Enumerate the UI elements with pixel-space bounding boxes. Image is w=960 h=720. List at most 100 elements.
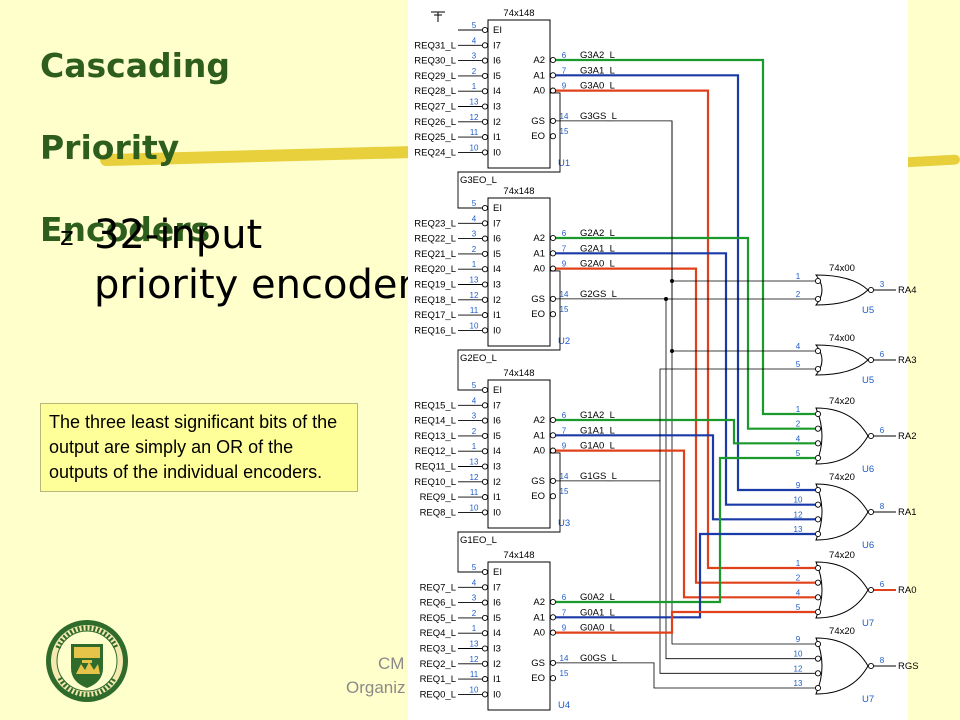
- request-input-label: REQ13_L: [414, 431, 456, 442]
- chip-pin-label: I4: [493, 628, 501, 639]
- request-input-label: REQ28_L: [414, 86, 456, 97]
- pin-number: 12: [794, 510, 803, 519]
- encoder-bit-wire: [556, 236, 815, 430]
- inversion-bubble: [867, 508, 875, 516]
- gate-output-label: RA2: [898, 431, 916, 442]
- pin-number: 14: [560, 654, 569, 663]
- chip-pin-label: GS: [531, 116, 545, 127]
- bullet-text: 32-input priority encoder: [94, 210, 474, 310]
- inversion-bubble: [867, 356, 875, 364]
- chip-pin-label: I1: [493, 674, 501, 685]
- request-input-label: REQ10_L: [414, 477, 456, 488]
- pin-number: 6: [880, 426, 885, 435]
- encoder-output-label: G0A0_L: [580, 623, 615, 634]
- ra3-wire: [659, 368, 815, 481]
- pin-number: 5: [472, 199, 477, 208]
- inversion-bubble: [549, 416, 557, 424]
- encoder-bit-wire: [556, 267, 815, 584]
- chip-pin-label: I7: [493, 40, 501, 51]
- university-crest-logo: [46, 620, 128, 702]
- pin-number: 9: [796, 635, 801, 644]
- group-select-wire: [556, 662, 815, 689]
- chip-pin-label: EI: [493, 203, 502, 214]
- pin-number: 14: [560, 290, 569, 299]
- encoder-output-label: G2GS_L: [580, 289, 617, 300]
- chip-pin-label: I3: [493, 102, 501, 113]
- request-input-label: REQ29_L: [414, 71, 456, 82]
- chip-pin-label: A1: [533, 248, 545, 259]
- pin-number: 11: [470, 306, 479, 315]
- request-input-label: REQ16_L: [414, 325, 456, 336]
- chip-pin-label: EO: [531, 309, 545, 320]
- pin-number: 13: [794, 525, 803, 534]
- inversion-bubble: [549, 432, 557, 439]
- cascade-eo-wire: [457, 452, 561, 573]
- inversion-bubble: [549, 265, 557, 272]
- chip-part-label: 74x148: [503, 368, 534, 379]
- encoder-bit-wire: [556, 532, 815, 619]
- inversion-bubble: [814, 410, 822, 418]
- encoder-output-label: G3A2_L: [580, 50, 615, 61]
- inversion-bubble: [481, 494, 489, 501]
- pin-number: 11: [470, 670, 479, 679]
- inversion-bubble: [814, 454, 822, 462]
- or-gate-symbol: [814, 274, 869, 306]
- pin-number: 3: [880, 280, 885, 289]
- inversion-bubble: [481, 26, 489, 34]
- note-box: The three least significant bits of the …: [40, 403, 358, 492]
- request-input-label: REQ26_L: [414, 117, 456, 128]
- chip-pin-label: I6: [493, 234, 501, 245]
- encoder-output-label: G1A0_L: [580, 441, 615, 452]
- slide-title: Cascading Priority Encoders: [40, 4, 230, 291]
- chip-pin-label: I2: [493, 659, 501, 670]
- cascade-eo-wire: [457, 270, 561, 391]
- inversion-bubble: [549, 477, 557, 484]
- encoder-output-label: G3GS_L: [580, 111, 617, 122]
- inversion-bubble: [481, 402, 489, 409]
- encoder-bit-wire: [556, 74, 815, 492]
- pin-number: 2: [472, 609, 477, 618]
- inversion-bubble: [814, 440, 822, 447]
- ra4-wire: [671, 120, 815, 282]
- pin-number: 12: [470, 473, 479, 482]
- chip-pin-label: I2: [493, 295, 501, 306]
- inversion-bubble: [481, 448, 489, 455]
- pin-number: 9: [562, 260, 567, 269]
- pin-number: 7: [562, 608, 567, 617]
- request-input-label: REQ0_L: [420, 689, 456, 700]
- inversion-bubble: [814, 640, 822, 648]
- chip-pin-label: I2: [493, 117, 501, 128]
- chip-pin-label: A2: [533, 415, 545, 426]
- pin-number: 2: [796, 420, 801, 429]
- pin-number: 15: [560, 305, 569, 314]
- encoder-output-label: G0A2_L: [580, 592, 615, 603]
- inversion-bubble: [814, 594, 822, 601]
- pin-number: 15: [560, 669, 569, 678]
- pin-number: 2: [472, 427, 477, 436]
- inversion-bubble: [481, 118, 489, 125]
- pin-number: 9: [796, 481, 801, 490]
- chip-pin-label: I6: [493, 598, 501, 609]
- pin-number: 3: [472, 594, 477, 603]
- pin-number: 1: [472, 82, 477, 91]
- pin-number: 2: [472, 245, 477, 254]
- inversion-bubble: [549, 87, 557, 94]
- chip-pin-label: I4: [493, 264, 501, 275]
- chip-unit-label: U2: [558, 336, 570, 347]
- inversion-bubble: [481, 72, 489, 79]
- pin-number: 13: [470, 276, 479, 285]
- inversion-bubble: [814, 530, 822, 538]
- encoder-bit-wire: [556, 456, 815, 604]
- cascade-eo-label: G3EO_L: [460, 175, 497, 186]
- pin-number: 6: [880, 580, 885, 589]
- inversion-bubble: [481, 312, 489, 319]
- inversion-bubble: [814, 516, 822, 523]
- inversion-bubble: [814, 670, 822, 677]
- chip-pin-label: A1: [533, 70, 545, 81]
- pin-number: 2: [796, 574, 801, 583]
- chip-pin-label: I1: [493, 310, 501, 321]
- group-select-wire: [556, 480, 815, 674]
- inversion-bubble: [867, 662, 875, 670]
- pin-number: 4: [796, 342, 801, 351]
